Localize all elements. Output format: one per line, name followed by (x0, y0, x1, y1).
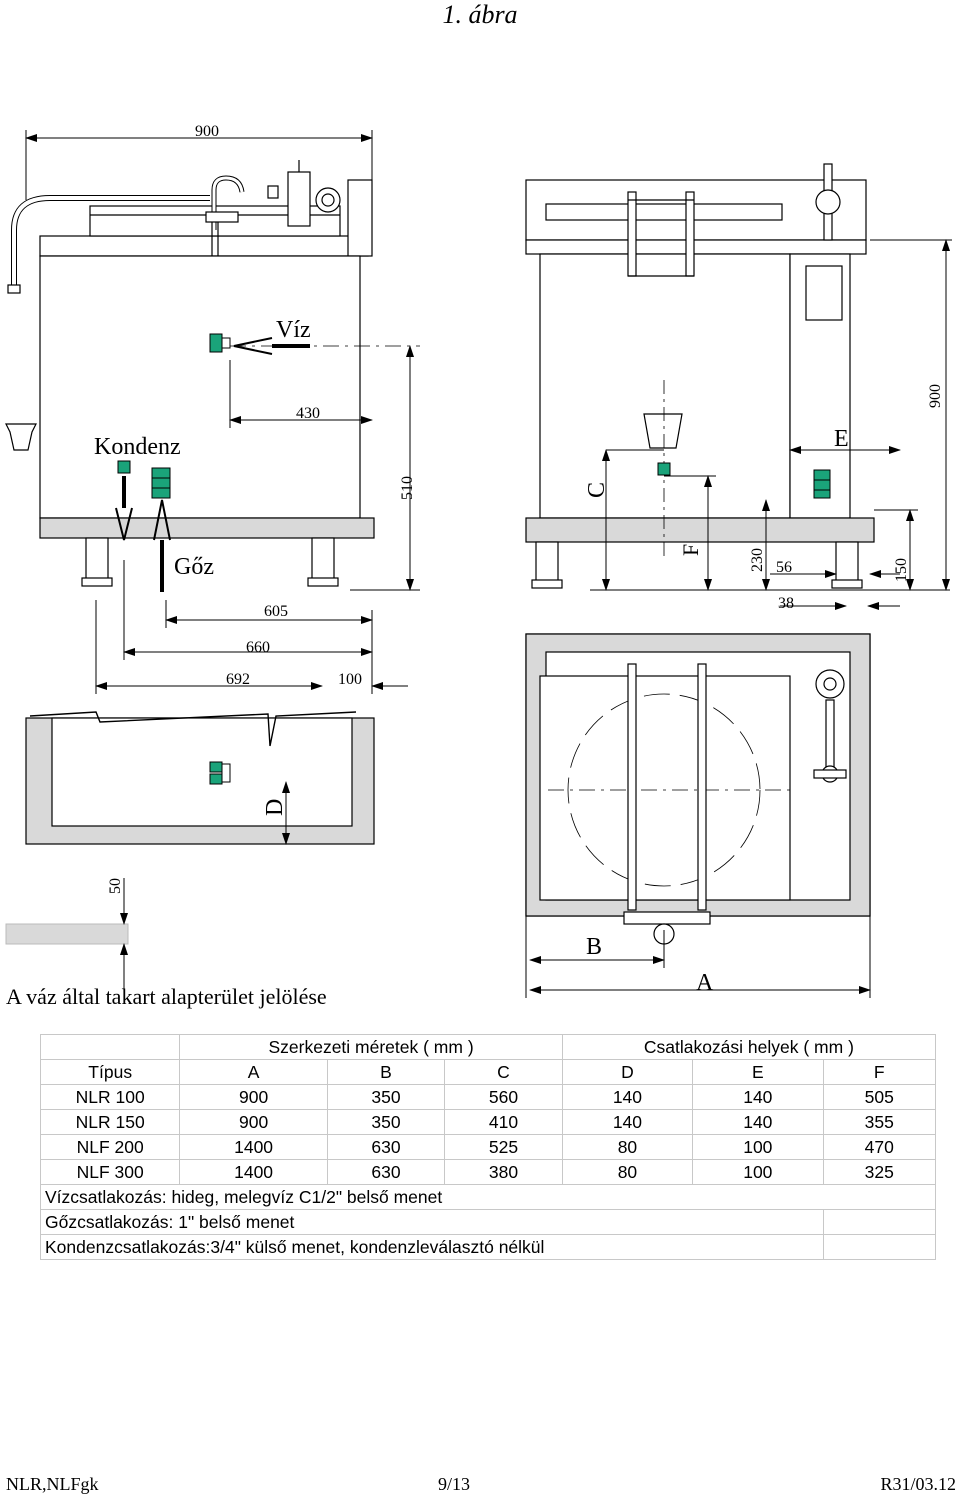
table-row: NLF 200 1400 630 525 80 100 470 (39, 1134, 937, 1160)
section-view (25, 711, 375, 845)
table-cell: NLR 150 (39, 1109, 181, 1135)
label-e: E (834, 426, 849, 452)
side-steam-fitting-icon (813, 469, 831, 499)
table-note-row: Gőzcsatlakozás: 1" belső menet (40, 1209, 937, 1235)
table-cell: 630 (326, 1159, 446, 1185)
front-view (5, 160, 420, 587)
dim-right-height: 900 (927, 384, 944, 408)
note-steam: Gőzcsatlakozás: 1" belső menet (40, 1209, 824, 1235)
condensate-fitting-icon (117, 460, 131, 474)
table-cell: 140 (692, 1109, 824, 1135)
table-cell: 100 (692, 1159, 824, 1185)
header-f: F (822, 1059, 937, 1085)
label-b: B (586, 934, 602, 960)
label-viz: Víz (276, 317, 311, 343)
table-cell: 100 (692, 1134, 824, 1160)
table-cell: 1400 (179, 1159, 328, 1185)
header-a: A (179, 1059, 328, 1085)
dim-56: 56 (776, 559, 792, 576)
note-water: Vízcsatlakozás: hideg, melegvíz C1/2" be… (40, 1184, 936, 1210)
footer-code: R31/03.12 (880, 1474, 956, 1494)
table-header-row: Típus A B C D E F (39, 1059, 937, 1085)
table-cell: 900 (179, 1109, 328, 1135)
table-row: NLR 100 900 350 560 140 140 505 (39, 1084, 937, 1110)
table-cell: 80 (561, 1159, 694, 1185)
dim-top-width: 900 (195, 123, 219, 140)
footprint-symbol (5, 878, 129, 990)
table-group-row: Szerkezeti méretek ( mm ) Csatlakozási h… (39, 1034, 937, 1060)
table-cell: 560 (444, 1084, 563, 1110)
figure-title: 1. ábra (442, 0, 518, 29)
table-note-row: Kondenzcsatlakozás:3/4" külső menet, kon… (40, 1234, 937, 1260)
label-d: D (262, 799, 288, 816)
dim-692: 692 (226, 671, 250, 688)
table-note-row: Vízcsatlakozás: hideg, melegvíz C1/2" be… (40, 1184, 936, 1210)
table-row: NLF 300 1400 630 380 80 100 325 (39, 1159, 937, 1185)
dimension-table: Szerkezeti méretek ( mm ) Csatlakozási h… (39, 1034, 937, 1260)
header-b: B (326, 1059, 446, 1085)
dim-660: 660 (246, 639, 270, 656)
label-kondenz: Kondenz (94, 434, 181, 460)
top-view (525, 633, 871, 945)
side-view (525, 163, 875, 589)
dim-38: 38 (778, 595, 794, 612)
dim-605: 605 (264, 603, 288, 620)
table-cell: 140 (692, 1084, 824, 1110)
dim-100: 100 (338, 671, 362, 688)
table-cell: 350 (326, 1084, 446, 1110)
table-cell: NLF 300 (39, 1159, 181, 1185)
table-cell: 470 (822, 1134, 937, 1160)
table-cell: 355 (822, 1109, 937, 1135)
table-cell: NLF 200 (39, 1134, 181, 1160)
dim-water-offset: 430 (296, 405, 320, 422)
table-cell: 1400 (179, 1134, 328, 1160)
steam-fitting-icon (151, 467, 171, 499)
technical-drawing: 900 Víz Kondenz 430 Gőz 605 660 692 100 … (5, 123, 952, 1009)
dim-230: 230 (749, 548, 766, 572)
table-cell: 630 (326, 1134, 446, 1160)
table-cell: 525 (444, 1134, 563, 1160)
table-cell: 80 (561, 1134, 694, 1160)
table-cell: 140 (561, 1084, 694, 1110)
section-fitting-icon (209, 761, 231, 785)
label-a: A (696, 970, 714, 996)
label-f: F (678, 544, 703, 556)
table-row: NLR 150 900 350 410 140 140 355 (39, 1109, 937, 1135)
dim-150: 150 (893, 558, 910, 582)
table-cell: 505 (822, 1084, 937, 1110)
table-cell: 380 (444, 1159, 563, 1185)
label-goz: Gőz (174, 554, 214, 580)
dim-510: 510 (399, 476, 416, 500)
side-condensate-fitting-icon (657, 462, 671, 476)
label-c: C (584, 482, 610, 498)
table-cell: 410 (444, 1109, 563, 1135)
group-structural: Szerkezeti méretek ( mm ) (179, 1034, 563, 1060)
table-cell: 350 (326, 1109, 446, 1135)
table-cell: 900 (179, 1084, 328, 1110)
footer-model: NLR,NLFgk (6, 1474, 99, 1494)
group-connections: Csatlakozási helyek ( mm ) (561, 1034, 937, 1060)
footer-page: 9/13 (438, 1474, 471, 1494)
header-d: D (561, 1059, 694, 1085)
table-cell: NLR 100 (39, 1084, 181, 1110)
dim-50: 50 (107, 878, 124, 894)
note-condensate: Kondenzcsatlakozás:3/4" külső menet, kon… (40, 1234, 824, 1260)
table-cell: 325 (822, 1159, 937, 1185)
footprint-note: A váz által takart alapterület jelölése (6, 984, 327, 1009)
header-c: C (444, 1059, 563, 1085)
water-fitting-icon (209, 333, 231, 353)
header-tipus: Típus (39, 1059, 181, 1085)
header-e: E (692, 1059, 824, 1085)
table-cell: 140 (561, 1109, 694, 1135)
